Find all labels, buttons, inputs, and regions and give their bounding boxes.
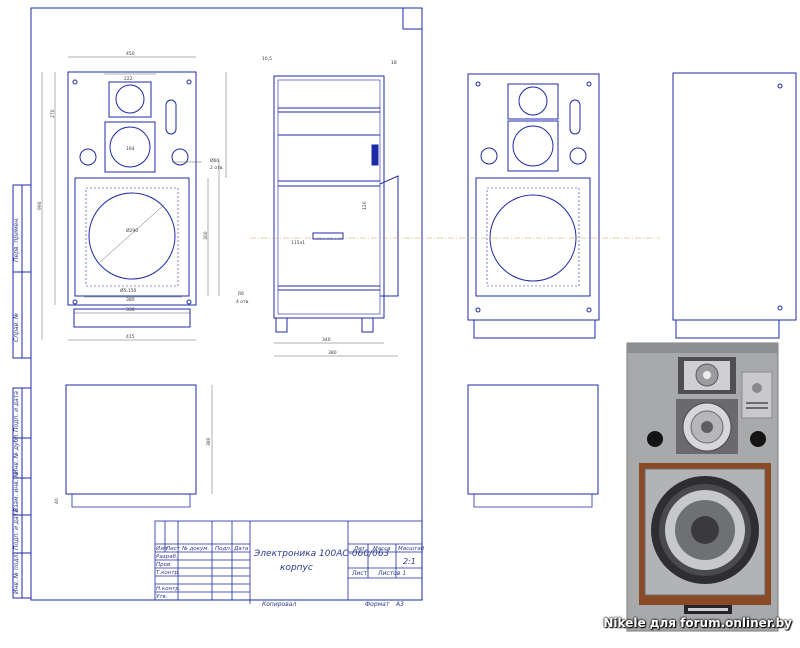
- dim-front-upper: 270: [50, 109, 56, 118]
- front-view: [67, 71, 197, 328]
- side-label-3: Инв. № дубл.: [13, 433, 20, 474]
- side-label-5: Подп. и дата: [13, 509, 20, 550]
- photo-control-label-2: [746, 407, 768, 409]
- dim-front-right: 300: [203, 231, 209, 240]
- photo-caption: Nikele для forum.onliner.by: [603, 616, 792, 630]
- dim-front-height: 990: [37, 201, 43, 210]
- dim-front-total: 415: [126, 334, 135, 340]
- dim-front-port: Ø60: [210, 157, 219, 164]
- dim-section-120: 120: [362, 201, 368, 210]
- dim-front-woofer: Ø290: [126, 227, 138, 234]
- role-2: Т.контр.: [156, 570, 180, 576]
- speaker-photo: [626, 342, 779, 632]
- sheet-frame: [12, 7, 423, 601]
- role-4: Н.контр.: [156, 586, 181, 592]
- role-0: Разраб.: [156, 554, 178, 560]
- sheets-total: Листов 1: [377, 570, 406, 577]
- title-header-0: Изм: [156, 546, 167, 552]
- dim-front-holes: Ø5,150: [120, 287, 137, 294]
- bottom-view-left: [65, 384, 197, 508]
- dim-section-depth: 340: [322, 337, 331, 343]
- title-header-1: Лист: [165, 546, 181, 552]
- dim-front-width: 450: [126, 51, 135, 57]
- section-view-dims: 16,5 18 120 115x1 340 380: [262, 56, 398, 357]
- front-view-dims: 450 222 164 Ø60 2 отв. Ø290 380 R6 4 отв…: [37, 51, 250, 340]
- photo-port-left: [647, 431, 663, 447]
- side-labels: Перв. примен. Справ. № Подп. и дата Инв.…: [13, 217, 20, 594]
- side-label-1: Справ. №: [13, 313, 20, 342]
- format-value: А3: [395, 601, 404, 608]
- dim-front-port-holes: 2 отв.: [210, 165, 224, 171]
- photo-mid-cap: [701, 421, 713, 433]
- dim-front-mid: 164: [126, 146, 135, 152]
- photo-control-panel: [741, 371, 773, 419]
- photo-badge-text: [688, 608, 728, 611]
- product-title: Электроника 100АС-060/063: [253, 549, 390, 559]
- photo-control-knob: [752, 383, 762, 393]
- dim-front-r: R6: [238, 291, 244, 297]
- dim-front-frame: 380: [126, 297, 135, 303]
- role-5: Утв.: [156, 594, 168, 600]
- title-block-text: Изм Лист № докум. Подп. Дата Разраб. Про…: [156, 546, 425, 608]
- dim-bottom-height: 380: [206, 437, 212, 446]
- title-header-2: № докум.: [181, 546, 209, 552]
- copied-label: Копировал: [262, 601, 296, 608]
- bottom-view-right: [467, 384, 599, 508]
- photo-top-strip: [627, 343, 778, 353]
- photo-control-label: [746, 402, 768, 404]
- side-view-clean: [672, 72, 797, 339]
- side-label-2: Подп. и дата: [13, 391, 20, 432]
- format-label: Формат: [365, 601, 390, 608]
- title-header-4: Дата: [233, 546, 249, 552]
- front-view-dimlines: [41, 56, 227, 341]
- sheet-label: Лист: [351, 570, 368, 577]
- side-label-6: Инв. № подл.: [13, 553, 20, 594]
- dim-front-base: 330: [126, 307, 135, 313]
- bottom-view-left-dims: 380 40: [54, 385, 213, 504]
- part-name: корпус: [280, 563, 313, 573]
- scale-label: Масштаб: [398, 546, 425, 552]
- side-label-0: Перв. примен.: [13, 217, 20, 262]
- side-label-4: Взам. инв. №: [13, 471, 20, 512]
- photo-port-right: [750, 431, 766, 447]
- role-1: Пров.: [156, 562, 172, 568]
- dim-front-r-holes: 4 отв.: [236, 299, 250, 305]
- photo-tweeter-dome: [703, 371, 711, 379]
- dim-bottom-40: 40: [54, 498, 60, 504]
- title-block: [154, 520, 423, 604]
- dim-section-total: 380: [328, 350, 337, 356]
- dim-section-18: 18: [391, 60, 397, 66]
- letter-label: Лит: [353, 546, 366, 552]
- front-view-clean: [467, 73, 600, 339]
- dim-section-slot: 115x1: [291, 240, 305, 246]
- title-header-3: Подп.: [215, 546, 232, 552]
- photo-woofer-cap: [691, 516, 719, 544]
- scale-value: 2:1: [403, 557, 416, 566]
- section-view: [273, 75, 399, 333]
- dim-front-tweeter-w: 222: [124, 76, 133, 82]
- mass-label: Масса: [373, 546, 391, 552]
- dim-section-16: 16,5: [262, 56, 272, 62]
